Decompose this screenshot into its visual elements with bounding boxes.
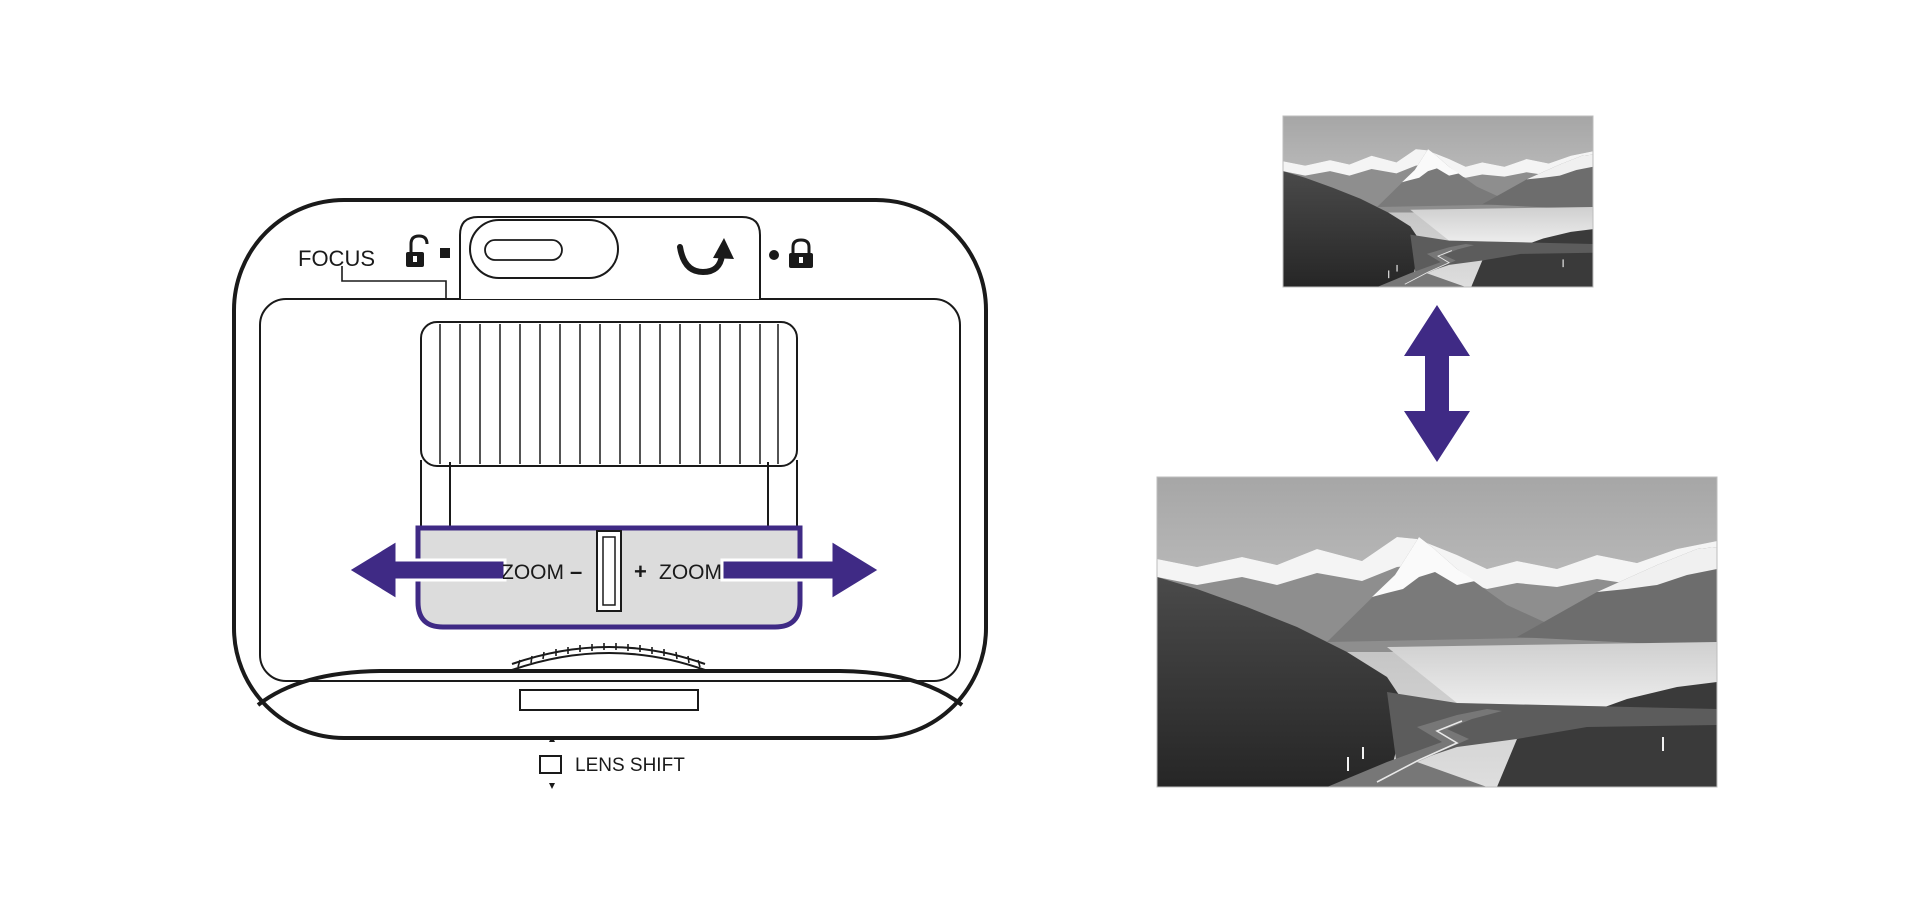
focus-label: FOCUS <box>298 246 375 271</box>
lens-shift-dial[interactable] <box>511 643 706 671</box>
lens-barrel <box>420 321 798 467</box>
vertical-arrow-icon <box>1404 305 1470 462</box>
zoom-minus-sign: – <box>570 559 582 584</box>
lock-icon <box>789 238 813 268</box>
unlock-icon <box>406 234 429 267</box>
focus-leader-line <box>341 266 447 300</box>
projector-illustration: FOCUS <box>232 198 988 789</box>
zoom-plus-sign: + <box>634 559 647 584</box>
lens-barrel-ridges <box>439 324 779 464</box>
rotate-arrow-icon <box>677 238 734 276</box>
zoom-right-arrow-icon <box>720 537 883 603</box>
unlock-position-marker <box>440 248 450 258</box>
lock-position-marker <box>769 250 779 260</box>
zoom-left-arrow-icon <box>345 537 507 603</box>
projector-bottom-band <box>256 669 964 707</box>
lens-shift-label: LENS SHIFT <box>575 755 685 776</box>
zoom-plus-label: ZOOM <box>659 561 722 584</box>
small-projected-photo <box>1282 115 1594 288</box>
focus-ring-slot <box>484 239 563 261</box>
projection-size-comparison <box>1156 115 1718 788</box>
zoom-minus-label: ZOOM <box>501 561 564 584</box>
zoom-slider-knob[interactable] <box>596 530 622 612</box>
lens-housing <box>420 460 798 528</box>
lens-shift-icon <box>539 736 562 789</box>
large-projected-photo <box>1156 476 1718 788</box>
lens-shift-slot <box>519 689 699 711</box>
